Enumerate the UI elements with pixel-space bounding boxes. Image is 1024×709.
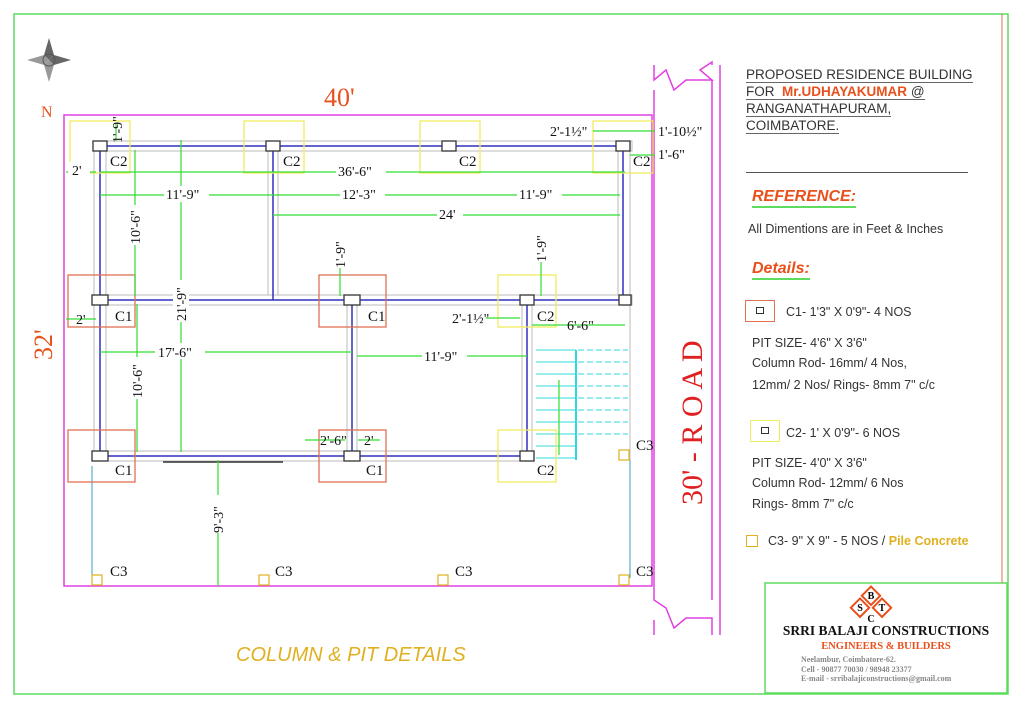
dim-1-6: 1'-6"	[658, 148, 685, 163]
dimension-labels: 2' 36'-6" 11'-9" 12'-3" 11'-9" 24' 2'-1½…	[72, 116, 702, 533]
c3-label: C3	[110, 564, 128, 580]
c3-label: C3	[275, 564, 293, 580]
dim-36-6: 36'-6"	[338, 165, 372, 180]
c1-label: C1	[115, 463, 133, 479]
c2-label: C2	[283, 154, 301, 170]
c3-legend-icon	[746, 535, 758, 547]
c1-pit: PIT SIZE- 4'6" X 3'6"	[752, 336, 867, 350]
svg-text:S: S	[857, 603, 863, 614]
reference-text: All Dimentions are in Feet & Inches	[748, 222, 944, 236]
dim-21-9: 21'-9"	[175, 287, 190, 321]
drawing-title: COLUMN & PIT DETAILS	[236, 644, 466, 666]
c1-label: C1	[368, 309, 386, 325]
company-logo: BS TC	[849, 585, 893, 625]
sheet-border	[13, 13, 1009, 695]
c1-label: C1	[115, 309, 133, 325]
reference-heading: REFERENCE:	[752, 188, 857, 208]
c2-pit: PIT SIZE- 4'0" X 3'6"	[752, 456, 867, 470]
dim-10-6-a: 10'-6"	[129, 210, 144, 244]
dim-11-9-b: 11'-9"	[519, 188, 552, 203]
c1-rod: Column Rod- 16mm/ 4 Nos,	[752, 356, 907, 370]
company-cell: Cell - 90877 70030 / 98948 23377	[801, 664, 912, 674]
pile-links	[91, 460, 631, 578]
c3-label: C3	[636, 564, 654, 580]
road	[653, 60, 721, 635]
plot-boundary	[63, 114, 653, 587]
project-line4: COIMBATORE.	[746, 118, 840, 134]
dim-1-9-mid: 1'-9"	[334, 241, 349, 268]
plot-depth-label: 32'	[29, 329, 58, 360]
dim-17-6: 17'-6"	[158, 346, 192, 361]
c2-label: C2	[459, 154, 477, 170]
dim-2-1-half-top: 2'-1½"	[550, 125, 587, 140]
road-label: 30' - R O A D	[676, 340, 709, 505]
c3-title: C3- 9" X 9" - 5 NOS /	[768, 534, 886, 548]
c1-title: C1- 1'3" X 0'9"- 4 NOS	[786, 305, 912, 319]
dim-9-3: 9'-3"	[212, 506, 227, 533]
project-for: FOR	[746, 84, 775, 99]
c2-title: C2- 1' X 0'9"- 6 NOS	[786, 426, 901, 440]
details-heading: Details:	[752, 260, 810, 280]
compass-icon	[27, 38, 71, 82]
dim-1-10-half: 1'-10½"	[658, 125, 702, 140]
plot-width-label: 40'	[324, 83, 355, 112]
dim-11-9-a: 11'-9"	[166, 188, 199, 203]
dim-2ft-top: 2'	[72, 164, 82, 179]
c1-rings: 12mm/ 2 Nos/ Rings- 8mm 7" c/c	[752, 378, 935, 392]
project-line3: RANGANATHAPURAM,	[746, 101, 892, 117]
dim-6-6: 6'-6"	[567, 319, 594, 334]
dim-2-6: 2'-6"	[320, 434, 347, 449]
title-block: SRRI BALAJI CONSTRUCTIONS ENGINEERS & BU…	[766, 585, 1006, 684]
c2-label: C2	[537, 463, 555, 479]
dim-1-9-right: 1'-9"	[535, 235, 550, 262]
columns	[91, 140, 632, 462]
c3-pile: Pile Concrete	[888, 534, 969, 548]
dim-2-1-half-mid: 2'-1½"	[452, 312, 489, 327]
north-label: N	[41, 104, 53, 121]
c3-label: C3	[636, 438, 654, 454]
c1-legend-icon	[745, 300, 775, 322]
project-at: @	[910, 84, 925, 99]
c2-label: C2	[110, 154, 128, 170]
c2-rod: Column Rod- 12mm/ 6 Nos	[752, 476, 904, 490]
c3-piles	[91, 449, 630, 586]
divider	[746, 172, 968, 173]
project-title: PROPOSED RESIDENCE BUILDING FOR Mr.UDHAY…	[746, 66, 996, 134]
dim-10-6-b: 10'-6"	[131, 364, 146, 398]
dim-1-9-top: 1'-9"	[111, 116, 126, 143]
column-labels: C2 C2 C2 C2 C1 C1 C2 C1 C1 C2 C3 C3 C3 C…	[110, 154, 654, 580]
dim-24: 24'	[439, 208, 456, 223]
pits	[67, 120, 654, 483]
dim-2ft-mid: 2'	[76, 313, 86, 328]
svg-text:B: B	[868, 591, 875, 602]
c2-rings: Rings- 8mm 7" c/c	[752, 497, 854, 511]
dim-2ft-bot: 2'	[364, 434, 374, 449]
company-name: SRRI BALAJI CONSTRUCTIONS	[782, 623, 990, 638]
company-email: E-mail - srribalajiconstructions@gmail.c…	[801, 674, 952, 683]
c3-label: C3	[455, 564, 473, 580]
title-block-border	[764, 582, 1008, 694]
c2-label: C2	[633, 154, 651, 170]
owner-name: Mr.UDHAYAKUMAR	[782, 84, 908, 99]
staircase	[536, 349, 628, 460]
dim-12-3: 12'-3"	[342, 188, 376, 203]
c1-label: C1	[366, 463, 384, 479]
company-address: Neelambur, Coimbatore-62.	[801, 655, 896, 664]
svg-text:C: C	[867, 614, 874, 625]
dim-11-9-c: 11'-9"	[424, 350, 457, 365]
project-line1: PROPOSED RESIDENCE BUILDING	[746, 67, 973, 83]
c2-label: C2	[537, 309, 555, 325]
company-tagline: ENGINEERS & BUILDERS	[821, 641, 951, 652]
svg-text:T: T	[879, 603, 886, 614]
c2-legend-icon	[750, 420, 780, 442]
